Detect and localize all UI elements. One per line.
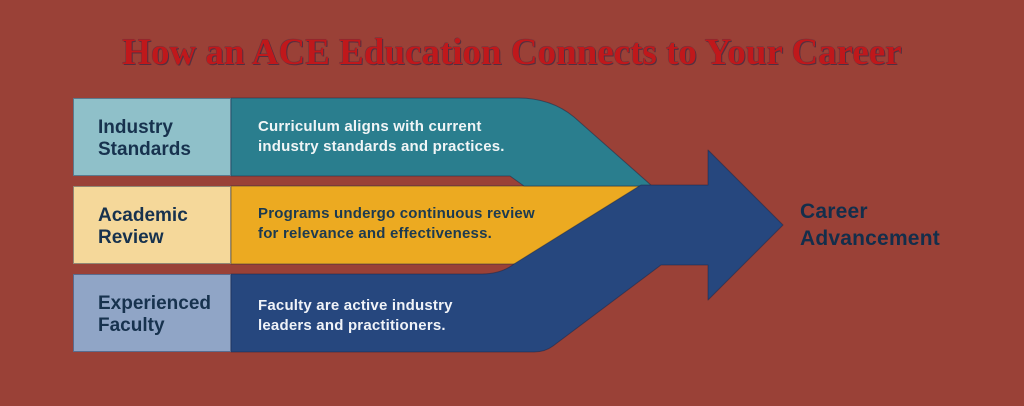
page-title: How an ACE Education Connects to Your Ca… [122, 32, 902, 73]
desc-line: Faculty are active industry [258, 297, 453, 314]
label-line: Standards [98, 139, 191, 160]
desc-line: for relevance and effectiveness. [258, 225, 493, 242]
industry-standards-band [230, 97, 653, 187]
label-line: Review [98, 227, 164, 248]
desc-experienced-faculty: Faculty are active industry leaders and … [258, 296, 453, 336]
desc-industry-standards: Curriculum aligns with current industry … [258, 117, 505, 157]
label-line: Faculty [98, 315, 165, 336]
career-arrow [230, 149, 784, 353]
desc-line: leaders and practitioners. [258, 317, 446, 334]
label-industry-standards: Industry Standards [73, 98, 231, 176]
career-advancement-label: Career Advancement [800, 198, 940, 252]
label-experienced-faculty: Experienced Faculty [73, 274, 231, 352]
outcome-line: Advancement [800, 227, 940, 250]
label-line: Academic [98, 205, 188, 226]
desc-line: Programs undergo continuous review [258, 205, 535, 222]
label-line: Industry [98, 117, 173, 138]
desc-academic-review: Programs undergo continuous review for r… [258, 204, 535, 244]
outcome-line: Career [800, 200, 868, 223]
label-academic-review: Academic Review [73, 186, 231, 264]
desc-line: Curriculum aligns with current [258, 118, 482, 135]
desc-line: industry standards and practices. [258, 138, 505, 155]
label-line: Experienced [98, 293, 211, 314]
